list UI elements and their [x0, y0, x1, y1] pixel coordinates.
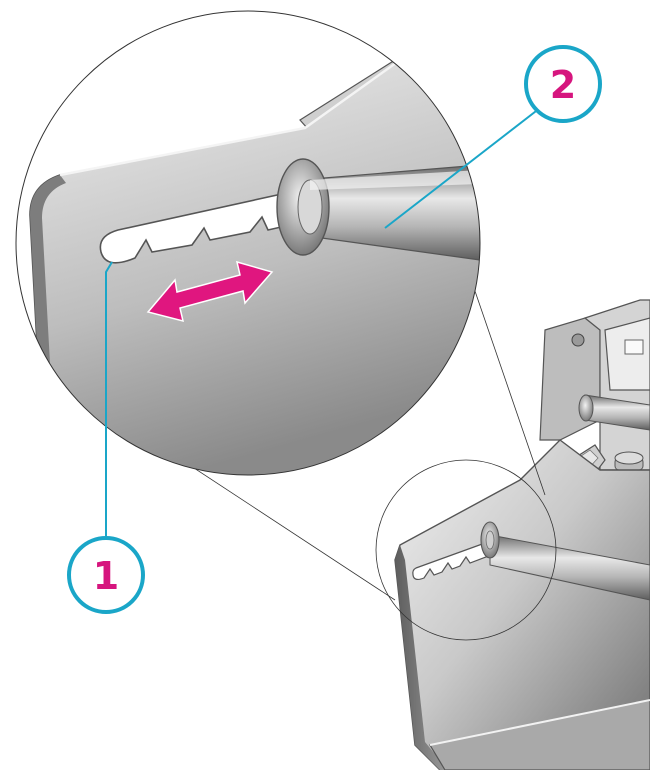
callout-1: 1 — [67, 536, 145, 614]
callout-2: 2 — [524, 45, 602, 123]
zoom-circle-outline — [15, 10, 481, 476]
leader-line-1 — [105, 261, 113, 536]
leader-line-2 — [384, 107, 541, 229]
callout-2-ring — [524, 45, 602, 123]
callout-1-label: 1 — [93, 554, 119, 598]
double-headed-arrow-icon — [146, 260, 274, 323]
detail-reference-circle — [375, 459, 557, 641]
device-assembly — [375, 299, 650, 770]
callout-1-ring — [67, 536, 145, 614]
callout-2-label: 2 — [550, 63, 576, 107]
